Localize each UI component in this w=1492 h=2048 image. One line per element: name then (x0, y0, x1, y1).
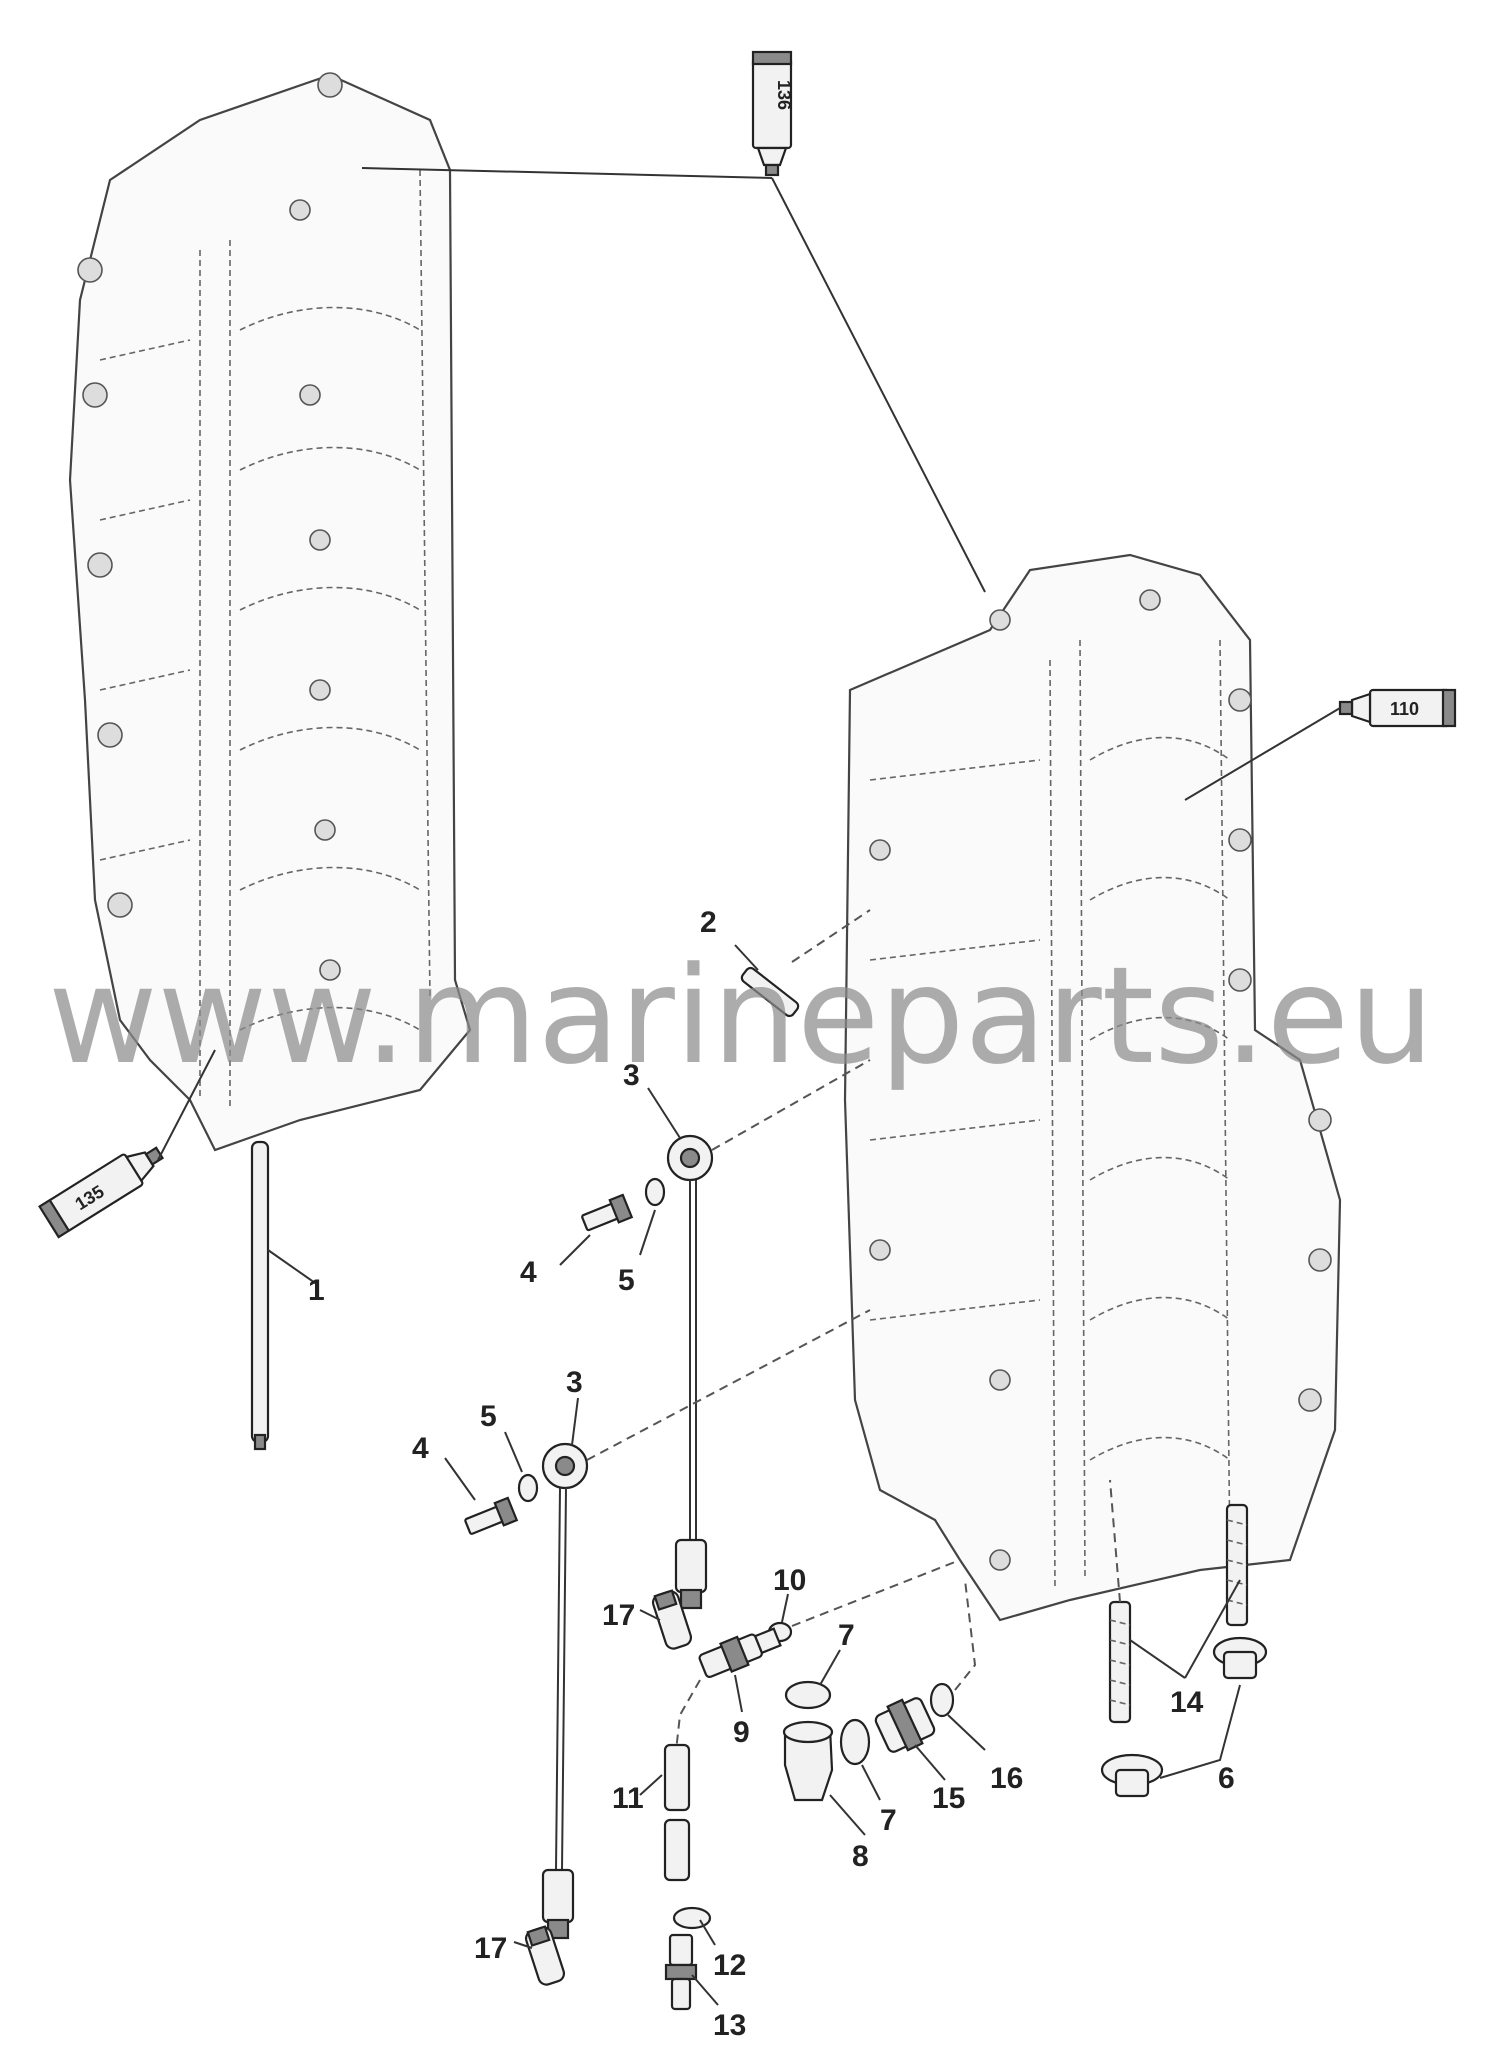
callout-5-lower: 5 (480, 1400, 497, 1433)
callout-14: 14 (1170, 1686, 1204, 1719)
callout-6: 6 (1218, 1762, 1235, 1795)
sealant-136-label: 136 (774, 80, 794, 110)
sealant-tube-135: 135 (38, 1146, 165, 1239)
sealant-tube-110: 110 (1338, 688, 1457, 728)
part-4-bolt-lower (464, 1496, 519, 1535)
callout-10: 10 (773, 1564, 806, 1597)
callout-3-upper: 3 (623, 1059, 640, 1092)
part-17-connector-lower (524, 1925, 566, 1986)
callout-5-upper: 5 (618, 1264, 635, 1297)
callout-13: 13 (713, 2009, 746, 2042)
callout-3-lower: 3 (566, 1366, 583, 1399)
part-11-tube (663, 1743, 691, 1882)
part-3-knock-sensor-upper (666, 1134, 714, 1610)
callout-17-upper: 17 (602, 1599, 635, 1632)
part-6-plug-lower (1100, 1753, 1164, 1798)
callout-15: 15 (932, 1782, 965, 1815)
part-3-knock-sensor-lower (541, 1442, 589, 1940)
part-7-ring-lower (839, 1718, 871, 1766)
callout-4-lower: 4 (412, 1432, 429, 1465)
part-5-washer-upper (644, 1177, 666, 1207)
part-1-tube (250, 1140, 270, 1451)
part-7-ring-upper (784, 1680, 832, 1710)
callout-11: 11 (612, 1782, 644, 1815)
part-8-elbow (782, 1720, 834, 1802)
part-14-stud-right (1225, 1503, 1249, 1627)
callout-9: 9 (733, 1716, 750, 1749)
part-6-plug-upper (1212, 1636, 1268, 1680)
callout-7-upper: 7 (838, 1619, 855, 1652)
part-16-o-ring (929, 1682, 955, 1718)
part-4-bolt-upper (581, 1193, 634, 1232)
watermark-text: www.marineparts.eu (48, 938, 1434, 1094)
callout-1: 1 (308, 1274, 325, 1307)
part-17-connector-upper (651, 1589, 693, 1650)
part-15-fitting (874, 1697, 936, 1753)
sealant-tube-136: 136 (751, 50, 794, 177)
callout-16: 16 (990, 1762, 1023, 1795)
sealant-110-label: 110 (1390, 699, 1419, 719)
callout-4-upper: 4 (520, 1256, 537, 1289)
part-13-sensor (664, 1933, 698, 2011)
callout-17-lower: 17 (474, 1932, 507, 1965)
part-5-washer-lower (517, 1473, 539, 1503)
left-cylinder-block (68, 72, 472, 1152)
part-9-fitting (698, 1627, 782, 1679)
right-cylinder-block (843, 553, 1342, 1622)
callout-7-lower: 7 (880, 1804, 897, 1837)
part-12-clamp (672, 1906, 712, 1930)
callout-12: 12 (713, 1949, 746, 1982)
callout-2: 2 (700, 906, 717, 939)
callout-8: 8 (852, 1840, 869, 1873)
part-14-stud-left (1108, 1600, 1132, 1724)
part-2-dowel-pin (740, 966, 800, 1018)
